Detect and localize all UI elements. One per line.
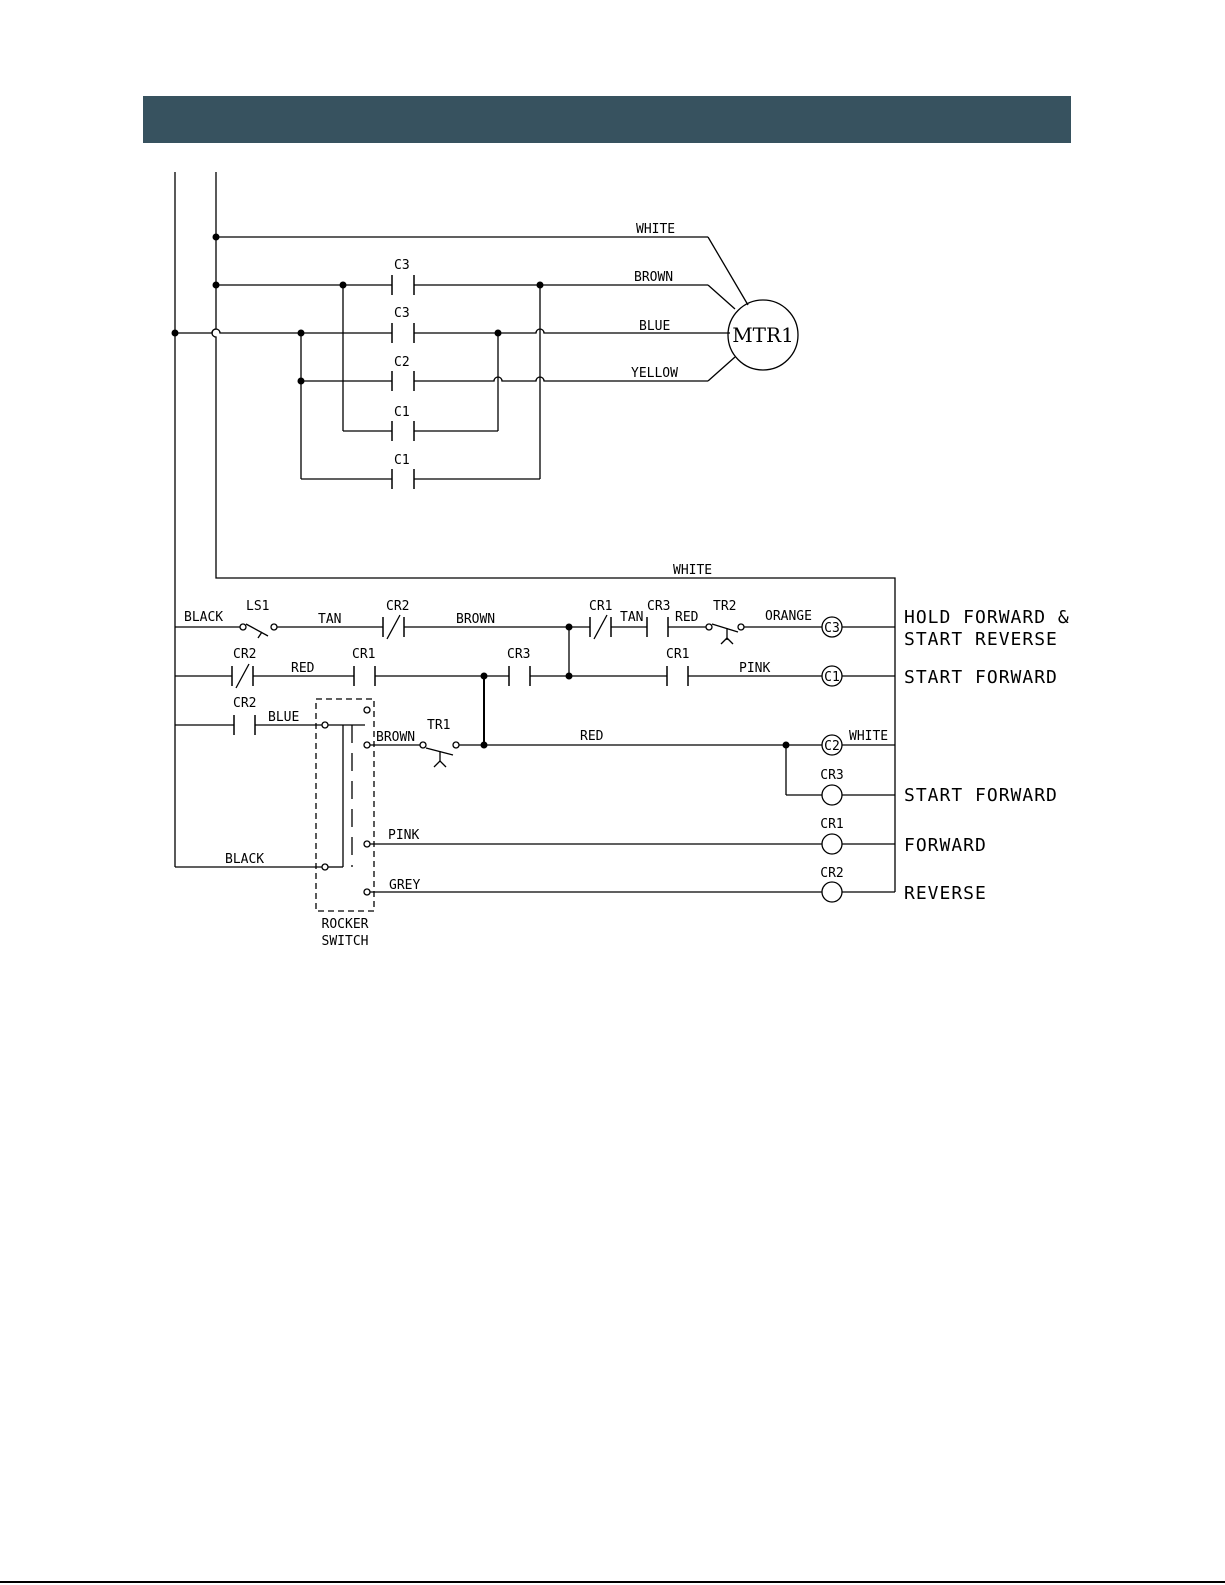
ladder-schematic: MTR1 WHITE BROWN BLUE YELLOW C3 C3 C2 C1…: [143, 160, 1071, 960]
desc-row4: START FORWARD: [904, 785, 1058, 806]
desc-row6: REVERSE: [904, 883, 987, 904]
wire-label-pink-row2: PINK: [739, 661, 770, 676]
contact-label-cr1-row2: CR1: [352, 647, 375, 662]
wire-label-white-top: WHITE: [636, 222, 675, 237]
contact-label-c1-b: C1: [394, 453, 410, 468]
contact-label-cr3-row1: CR3: [647, 599, 670, 614]
contact-label-cr2-row2: CR2: [233, 647, 256, 662]
wire-label-brown-row1: BROWN: [456, 612, 495, 627]
motor-label: MTR1: [732, 323, 794, 347]
desc-row5: FORWARD: [904, 835, 987, 856]
desc-row1-line1: HOLD FORWARD &: [904, 607, 1070, 628]
wire-label-black-row1: BLACK: [184, 610, 223, 625]
wire-label-blue-row3: BLUE: [268, 710, 299, 725]
wire-label-yellow-top: YELLOW: [631, 366, 678, 381]
rocker-switch-label-line2: SWITCH: [322, 934, 369, 949]
contact-label-tr2: TR2: [713, 599, 736, 614]
contact-label-cr2-row3: CR2: [233, 696, 256, 711]
motor-circuit: [172, 234, 799, 490]
wire-label-red-row2: RED: [291, 661, 315, 676]
wire-label-white-row3: WHITE: [849, 729, 888, 744]
contact-label-cr3-row2: CR3: [507, 647, 530, 662]
wire-label-white-mid: WHITE: [673, 563, 712, 578]
footer-rule: [0, 1581, 1225, 1583]
rocker-switch-label-line1: ROCKER: [322, 917, 369, 932]
wire-label-orange-row1: ORANGE: [765, 609, 812, 624]
contact-label-cr1-row2b: CR1: [666, 647, 689, 662]
wire-label-brown-row3: BROWN: [376, 730, 415, 745]
contact-label-c3-a: C3: [394, 258, 410, 273]
contact-label-c3-b: C3: [394, 306, 410, 321]
wire-label-tan-row1: TAN: [318, 612, 341, 627]
power-rails: [175, 172, 895, 892]
rocker-switch-box: [316, 699, 374, 911]
wire-label-red-row3: RED: [580, 729, 604, 744]
coil-label-c3: C3: [824, 621, 840, 636]
coil-label-cr3: CR3: [820, 768, 843, 783]
header-bar: [143, 96, 1071, 143]
wire-label-blue-top: BLUE: [639, 319, 670, 334]
contact-label-c1-a: C1: [394, 405, 410, 420]
contact-label-cr2-row1: CR2: [386, 599, 409, 614]
control-ladder: [175, 615, 895, 911]
wire-label-tan-row1b: TAN: [620, 610, 643, 625]
coil-label-cr1: CR1: [820, 817, 843, 832]
wire-label-red-row1: RED: [675, 610, 699, 625]
coil-label-cr2: CR2: [820, 866, 843, 881]
wire-label-grey-row6: GREY: [389, 878, 420, 893]
wire-label-brown-top: BROWN: [634, 270, 673, 285]
contact-label-tr1: TR1: [427, 718, 450, 733]
wire-label-pink-row5: PINK: [388, 828, 419, 843]
contact-label-ls1: LS1: [246, 599, 269, 614]
coil-label-c1: C1: [824, 670, 840, 685]
contact-label-c2: C2: [394, 355, 410, 370]
wire-label-black-row5: BLACK: [225, 852, 264, 867]
contact-label-cr1-row1: CR1: [589, 599, 612, 614]
desc-row1-line2: START REVERSE: [904, 629, 1058, 650]
desc-row2: START FORWARD: [904, 667, 1058, 688]
coil-label-c2: C2: [824, 739, 840, 754]
